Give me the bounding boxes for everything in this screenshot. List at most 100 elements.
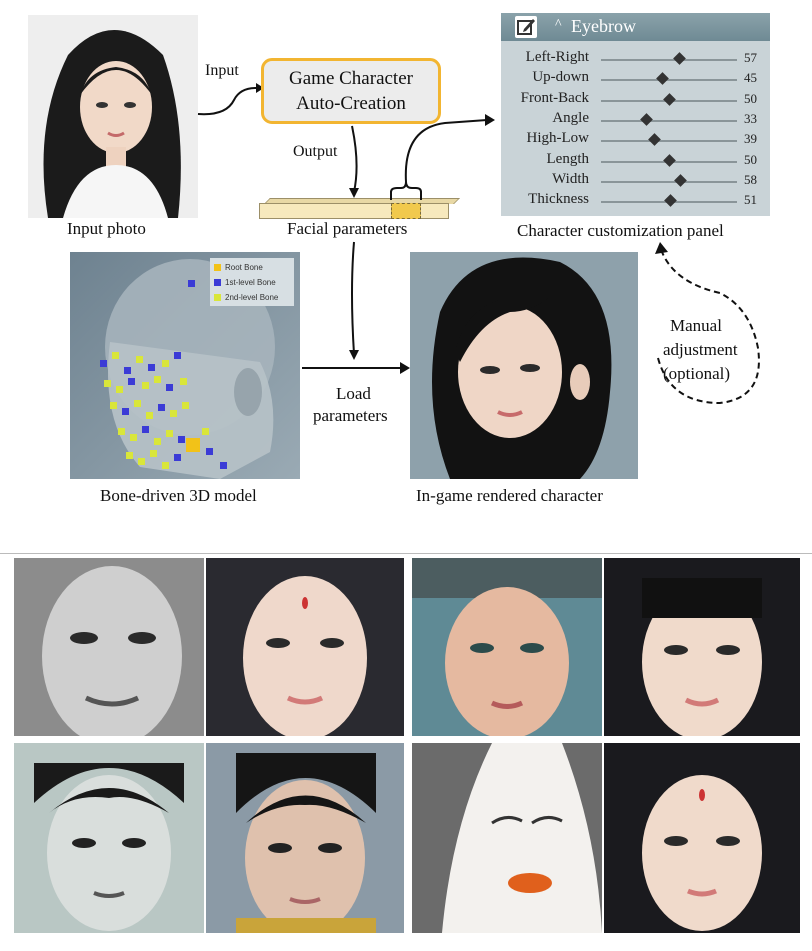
result-photo-4 — [412, 743, 602, 933]
bone-markers — [100, 280, 227, 469]
bone-marker — [166, 384, 173, 391]
bone-marker — [162, 360, 169, 367]
slider-handle[interactable] — [674, 173, 687, 187]
slider-track[interactable] — [601, 180, 737, 183]
slider-handle[interactable] — [672, 52, 686, 65]
slider-track[interactable] — [601, 140, 737, 143]
result-render-2 — [604, 558, 800, 736]
slider-value: 33 — [744, 110, 757, 126]
slider-handle[interactable] — [648, 133, 661, 147]
legend-first-label: 1st-level Bone — [225, 277, 276, 287]
slider-track[interactable] — [601, 119, 737, 122]
edit-icon[interactable] — [515, 16, 537, 38]
bone-marker — [158, 404, 165, 411]
load-label-line1: Load — [336, 384, 371, 403]
slider-handle[interactable] — [663, 92, 676, 106]
bone-legend: Root Bone 1st-level Bone 2nd-level Bone — [210, 258, 294, 306]
bone-marker — [116, 386, 123, 393]
bone-model-caption: Bone-driven 3D model — [100, 486, 257, 505]
manual-adjustment-arrow — [655, 242, 760, 405]
main-box-line2: Auto-Creation — [296, 93, 406, 114]
input-photo-caption: Input photo — [67, 219, 146, 238]
output-arrow — [349, 125, 359, 198]
slider-handle[interactable] — [664, 194, 678, 207]
result-photo-2 — [412, 558, 602, 736]
slider-label: Length — [546, 150, 590, 167]
main-box-line1: Game Character — [289, 68, 413, 89]
panel-header: ^ Eyebrow — [501, 13, 770, 41]
manual-label-line1: Manual — [670, 316, 722, 335]
slider-handle[interactable] — [640, 113, 653, 126]
slider-value: 50 — [744, 151, 757, 167]
load-label-line2: parameters — [313, 406, 388, 425]
chevron-up-icon[interactable]: ^ — [555, 17, 562, 32]
slider-label: Width — [552, 170, 589, 187]
second-bone-swatch — [214, 293, 221, 301]
panel-caption: Character customization panel — [517, 221, 724, 240]
facial-parameters-highlight — [391, 203, 421, 219]
bone-marker — [134, 400, 141, 407]
bone-marker — [112, 352, 119, 359]
bone-marker — [220, 462, 227, 469]
game-character-auto-creation-box: Game Character Auto-Creation — [261, 58, 441, 124]
first-bone-swatch — [214, 278, 221, 286]
slider-row: Angle 33 — [501, 110, 770, 130]
parameters-down-arrow — [349, 241, 359, 360]
result-render-1 — [206, 558, 404, 736]
manual-label-line3: (optional) — [663, 364, 731, 383]
result-render-4 — [604, 743, 800, 933]
bone-marker — [142, 382, 149, 389]
bone-marker — [138, 458, 145, 465]
slider-label: High-Low — [526, 130, 590, 147]
bone-marker — [162, 462, 169, 469]
bone-marker — [174, 352, 181, 359]
load-parameters-arrow — [302, 362, 410, 374]
bone-marker — [166, 430, 173, 437]
result-photo-3 — [14, 743, 204, 933]
slider-label: Up-down — [532, 69, 589, 86]
slider-track[interactable] — [601, 79, 737, 82]
bone-marker — [136, 356, 143, 363]
slider-row: Front-Back 50 — [501, 90, 770, 110]
bone-marker — [150, 450, 157, 457]
panel-title: Eyebrow — [571, 16, 636, 36]
bone-marker — [142, 426, 149, 433]
rendered-character-caption: In-game rendered character — [416, 486, 603, 505]
bone-marker — [148, 364, 155, 371]
slider-label: Thickness — [528, 191, 589, 208]
slider-value: 50 — [744, 90, 757, 106]
bone-marker — [104, 380, 111, 387]
slider-label: Angle — [552, 109, 589, 126]
bone-marker — [170, 410, 177, 417]
section-divider — [0, 553, 812, 554]
slider-handle[interactable] — [656, 72, 670, 86]
result-render-3 — [206, 743, 404, 933]
bone-marker — [124, 367, 131, 374]
bone-marker — [118, 428, 125, 435]
bone-marker — [178, 436, 185, 443]
bone-marker — [180, 378, 187, 385]
input-arrow — [197, 83, 264, 116]
slider-value: 39 — [744, 131, 757, 147]
slider-track[interactable] — [601, 59, 737, 61]
bone-marker — [110, 402, 117, 409]
input-photo — [28, 15, 198, 218]
root-bone-marker — [186, 438, 200, 452]
root-bone-swatch — [214, 263, 221, 271]
bone-driven-model-image — [70, 252, 300, 479]
rendered-character-image — [410, 252, 638, 479]
parameter-to-panel-arrow — [390, 114, 495, 200]
bone-marker — [130, 434, 137, 441]
bone-marker — [128, 378, 135, 385]
slider-handle[interactable] — [663, 153, 676, 167]
bone-marker — [122, 408, 129, 415]
bone-marker — [202, 428, 209, 435]
result-photo-1 — [14, 558, 204, 736]
bone-marker — [188, 280, 195, 287]
bone-marker — [206, 448, 213, 455]
slider-label: Front-Back — [520, 89, 589, 106]
